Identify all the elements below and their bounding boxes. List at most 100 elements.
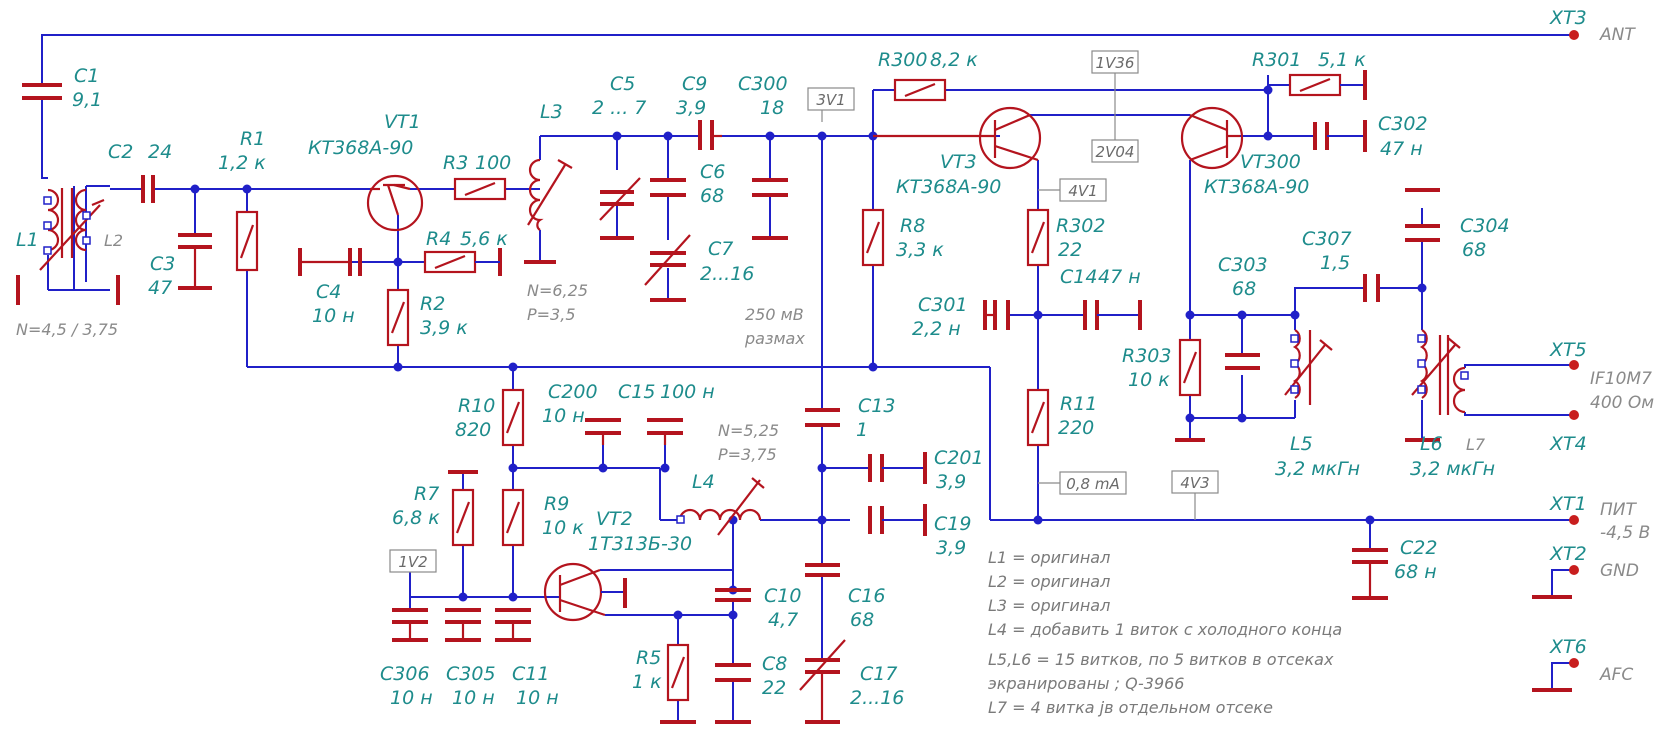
capacitor-c1 (22, 83, 62, 100)
component-labels: XT3 ANT C1 9,1 C2 24 L1 L2 N=4,5 / 3,75 … (16, 7, 1654, 709)
svg-text:1V2: 1V2 (398, 553, 427, 571)
svg-text:VT3: VT3 (940, 151, 977, 173)
resistor-r3 (453, 177, 507, 201)
capacitor-c19 (868, 504, 927, 536)
svg-text:P=3,5: P=3,5 (527, 305, 576, 324)
capacitor-c9 (698, 120, 722, 150)
test-tags: 3V1 1V36 2V04 4V1 0,8 mA 4V3 1V2 (389, 50, 1219, 573)
svg-text:820: 820 (455, 419, 491, 441)
svg-text:GND: GND (1600, 561, 1639, 581)
svg-text:КТ368А-90: КТ368А-90 (308, 137, 413, 159)
capacitor-c201 (868, 452, 927, 484)
svg-text:C11: C11 (512, 663, 549, 685)
svg-text:L7: L7 (1466, 435, 1486, 454)
svg-text:4,7: 4,7 (768, 609, 798, 631)
svg-text:2,2 н: 2,2 н (912, 318, 961, 340)
svg-text:4V1: 4V1 (1068, 182, 1097, 200)
svg-text:47: 47 (148, 277, 172, 299)
svg-text:IF10M7: IF10M7 (1590, 369, 1652, 389)
svg-text:2...16: 2...16 (700, 263, 754, 285)
resistor-r10 (501, 388, 525, 447)
coil-notes: L1 = оригинал L2 = оригинал L3 = оригина… (988, 548, 1342, 717)
svg-text:10 н: 10 н (390, 687, 433, 709)
tag-2v04 (1091, 139, 1139, 163)
svg-text:8,2 к: 8,2 к (930, 49, 978, 71)
svg-text:9,1: 9,1 (72, 89, 102, 111)
capacitor-c300 (752, 178, 788, 240)
svg-text:R7: R7 (414, 483, 439, 505)
resistor-r8 (861, 208, 885, 267)
svg-text:R1: R1 (240, 128, 265, 150)
svg-text:R302: R302 (1056, 215, 1105, 237)
capacitor-c6 (650, 178, 686, 197)
svg-text:R3: R3 (443, 152, 468, 174)
resistor-r5 (660, 643, 696, 724)
svg-text:C300: C300 (738, 73, 788, 95)
svg-text:5,6 к: 5,6 к (460, 228, 508, 250)
svg-text:R11: R11 (1060, 393, 1097, 415)
resistor-r2 (386, 288, 410, 347)
ant-label: ANT (1599, 25, 1636, 45)
capacitor-c4 (298, 248, 362, 276)
capacitor-c15 (647, 418, 683, 445)
svg-text:68: 68 (1462, 239, 1486, 261)
tag-3v1 (807, 87, 855, 111)
xt3-pin (1569, 30, 1579, 40)
svg-text:0,8 mA: 0,8 mA (1066, 475, 1120, 493)
svg-text:C6: C6 (700, 161, 725, 183)
svg-text:C13: C13 (858, 395, 895, 417)
svg-text:47 н: 47 н (1380, 138, 1423, 160)
svg-text:22: 22 (762, 677, 786, 699)
svg-text:3,2 мкГн: 3,2 мкГн (1410, 458, 1495, 480)
inductor-l5 (1284, 329, 1333, 405)
svg-text:R303: R303 (1122, 345, 1171, 367)
svg-text:1 к: 1 к (632, 671, 662, 693)
svg-text:3,9: 3,9 (936, 471, 966, 493)
svg-text:C5: C5 (610, 73, 635, 95)
svg-text:47 н: 47 н (1098, 266, 1141, 288)
resistor-r300 (893, 78, 947, 102)
note-line: L5,L6 = 15 витков, по 5 витков в отсеках (988, 650, 1334, 669)
svg-text:N=5,25: N=5,25 (718, 421, 779, 440)
svg-text:10 н: 10 н (542, 405, 585, 427)
xt2-pin (1569, 565, 1579, 575)
svg-text:R300: R300 (878, 49, 927, 71)
connector-pins[interactable] (1569, 30, 1579, 668)
svg-text:68: 68 (700, 185, 724, 207)
svg-text:3V1: 3V1 (816, 91, 845, 109)
svg-text:100: 100 (475, 152, 511, 174)
capacitor-c10 (715, 588, 751, 602)
svg-text:2V04: 2V04 (1096, 143, 1135, 161)
svg-text:10 к: 10 к (542, 517, 584, 539)
svg-text:22: 22 (1058, 239, 1082, 261)
svg-text:2 ... 7: 2 ... 7 (592, 97, 646, 119)
svg-text:VT1: VT1 (384, 111, 421, 133)
svg-text:C302: C302 (1378, 113, 1428, 135)
svg-text:R2: R2 (420, 293, 445, 315)
inductor-l6 (1405, 329, 1469, 442)
junction-dots (190, 85, 1427, 620)
svg-text:3,3 к: 3,3 к (896, 239, 944, 261)
svg-text:C1: C1 (74, 65, 99, 87)
svg-text:18: 18 (760, 97, 784, 119)
tag-1v2 (389, 549, 437, 573)
svg-text:2...16: 2...16 (850, 687, 904, 709)
capacitor-c307 (1363, 274, 1380, 302)
svg-text:400 Ом: 400 Ом (1590, 393, 1654, 413)
svg-text:1: 1 (856, 419, 868, 441)
svg-text:R5: R5 (636, 647, 661, 669)
transistor-vt300 (1180, 106, 1244, 170)
svg-text:-4,5 В: -4,5 В (1600, 523, 1650, 543)
note-line: L4 = добавить 1 виток с холодного конца (988, 620, 1342, 639)
svg-text:C303: C303 (1218, 254, 1268, 276)
capacitor-c3 (178, 233, 212, 290)
svg-text:R4: R4 (426, 228, 451, 250)
capacitor-c303 (1225, 353, 1260, 370)
svg-text:10 н: 10 н (516, 687, 559, 709)
svg-text:250 мВ: 250 мВ (745, 305, 804, 324)
svg-text:L6: L6 (1420, 433, 1443, 455)
svg-text:XT2: XT2 (1549, 543, 1587, 565)
inductor-l4 (676, 477, 765, 536)
capacitor-c17 (799, 639, 846, 724)
svg-text:C9: C9 (682, 73, 707, 95)
